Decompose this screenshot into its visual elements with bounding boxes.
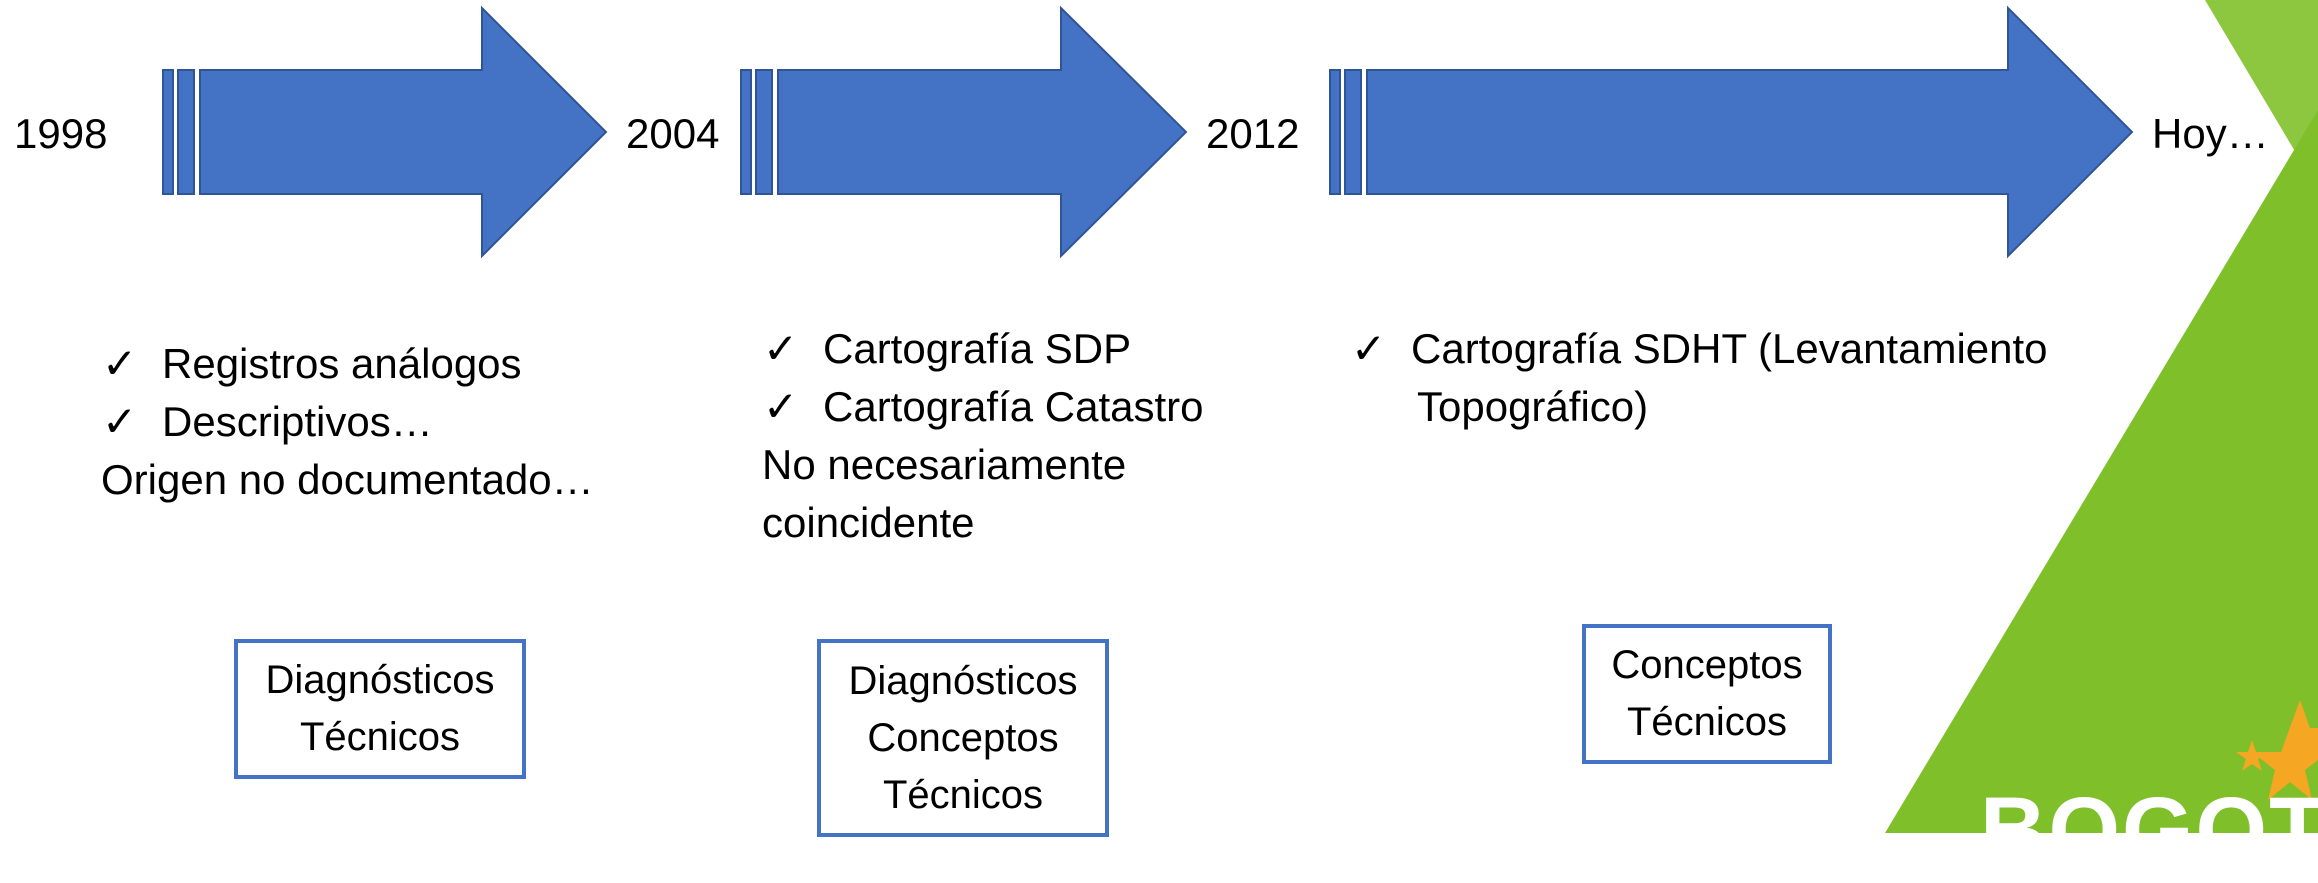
bogota-logo: BOGOTA bbox=[1980, 779, 2318, 881]
year-label-1998: 1998 bbox=[14, 110, 108, 157]
timeline-arrow-2 bbox=[740, 5, 1188, 259]
star-large-icon bbox=[2252, 700, 2318, 800]
timeline-arrow-1 bbox=[162, 5, 608, 259]
year-label-hoy: Hoy… bbox=[2152, 110, 2269, 157]
period-2-checklist: ✓Cartografía SDP ✓Cartografía Catastro bbox=[763, 320, 1204, 436]
period-1-checklist: ✓Registros análogos ✓Descriptivos… bbox=[102, 335, 522, 451]
background-graphics bbox=[162, 0, 2318, 833]
year-label-2004: 2004 bbox=[626, 110, 720, 157]
green-band-light bbox=[2205, 0, 2318, 190]
period-3-note: Topográfico) bbox=[1417, 383, 1649, 430]
checklist-item: ✓Cartografía Catastro bbox=[763, 378, 1204, 436]
period-1-box: Diagnósticos Técnicos bbox=[234, 639, 526, 779]
timeline-arrow-3 bbox=[1329, 5, 2134, 259]
checklist-item: ✓Cartografía SDP bbox=[763, 320, 1204, 378]
checklist-item: ✓Descriptivos… bbox=[102, 393, 522, 451]
green-band bbox=[1885, 110, 2318, 833]
checkmark-icon: ✓ bbox=[1351, 325, 1387, 372]
checkmark-icon: ✓ bbox=[102, 398, 138, 445]
checklist-item: ✓Cartografía SDHT (Levantamiento bbox=[1351, 320, 2048, 378]
checkmark-icon: ✓ bbox=[763, 383, 799, 430]
period-3-checklist: ✓Cartografía SDHT (Levantamiento bbox=[1351, 320, 2048, 378]
checklist-item: ✓Registros análogos bbox=[102, 335, 522, 393]
checkmark-icon: ✓ bbox=[102, 340, 138, 387]
period-2-note: No necesariamente coincidente bbox=[762, 441, 1127, 546]
period-2-box: Diagnósticos Conceptos Técnicos bbox=[817, 639, 1109, 837]
period-1-note: Origen no documentado… bbox=[101, 456, 594, 503]
period-3-box: Conceptos Técnicos bbox=[1582, 624, 1832, 764]
checkmark-icon: ✓ bbox=[763, 325, 799, 372]
star-small-icon bbox=[2236, 740, 2268, 771]
year-label-2012: 2012 bbox=[1206, 110, 1300, 157]
